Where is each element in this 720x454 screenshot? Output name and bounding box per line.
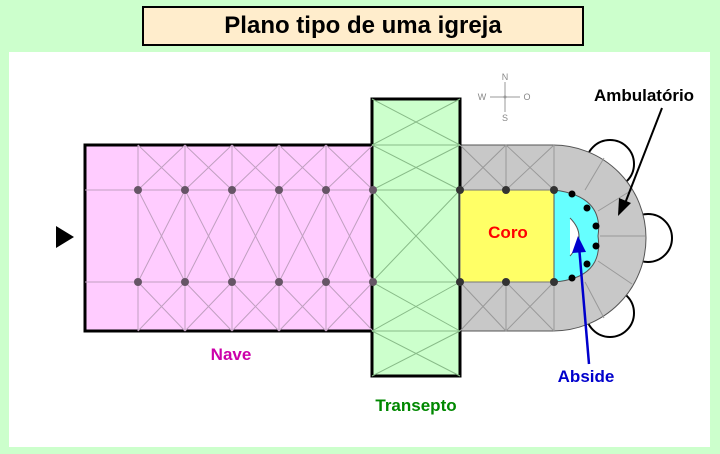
abside-label: Abside [558,367,615,386]
apse-pillars [568,190,600,282]
nave-area [83,143,375,333]
choir-pillars [456,186,558,286]
ambulatorio-arrow [618,107,663,216]
abside-arrow [572,236,591,365]
pillars [134,186,377,286]
nave-label: Nave [211,345,252,364]
compass-n: N [502,72,509,82]
transepto-label: Transepto [375,396,456,415]
compass-o: O [523,92,530,102]
ambulatorio-label: Ambulatório [594,86,694,105]
compass-s: S [502,113,508,123]
transept-vault-lines [371,98,461,377]
ambulatory-vault-lines [459,144,645,332]
coro-label: Coro [488,223,528,242]
compass-w: W [478,92,487,102]
title-text: Plano tipo de uma igreja [224,12,502,39]
compass-rose-icon: N S W O [478,72,531,123]
transepto-area [370,97,462,378]
page-title: Plano tipo de uma igreja [142,6,584,46]
entrance-arrow-icon [56,226,74,248]
